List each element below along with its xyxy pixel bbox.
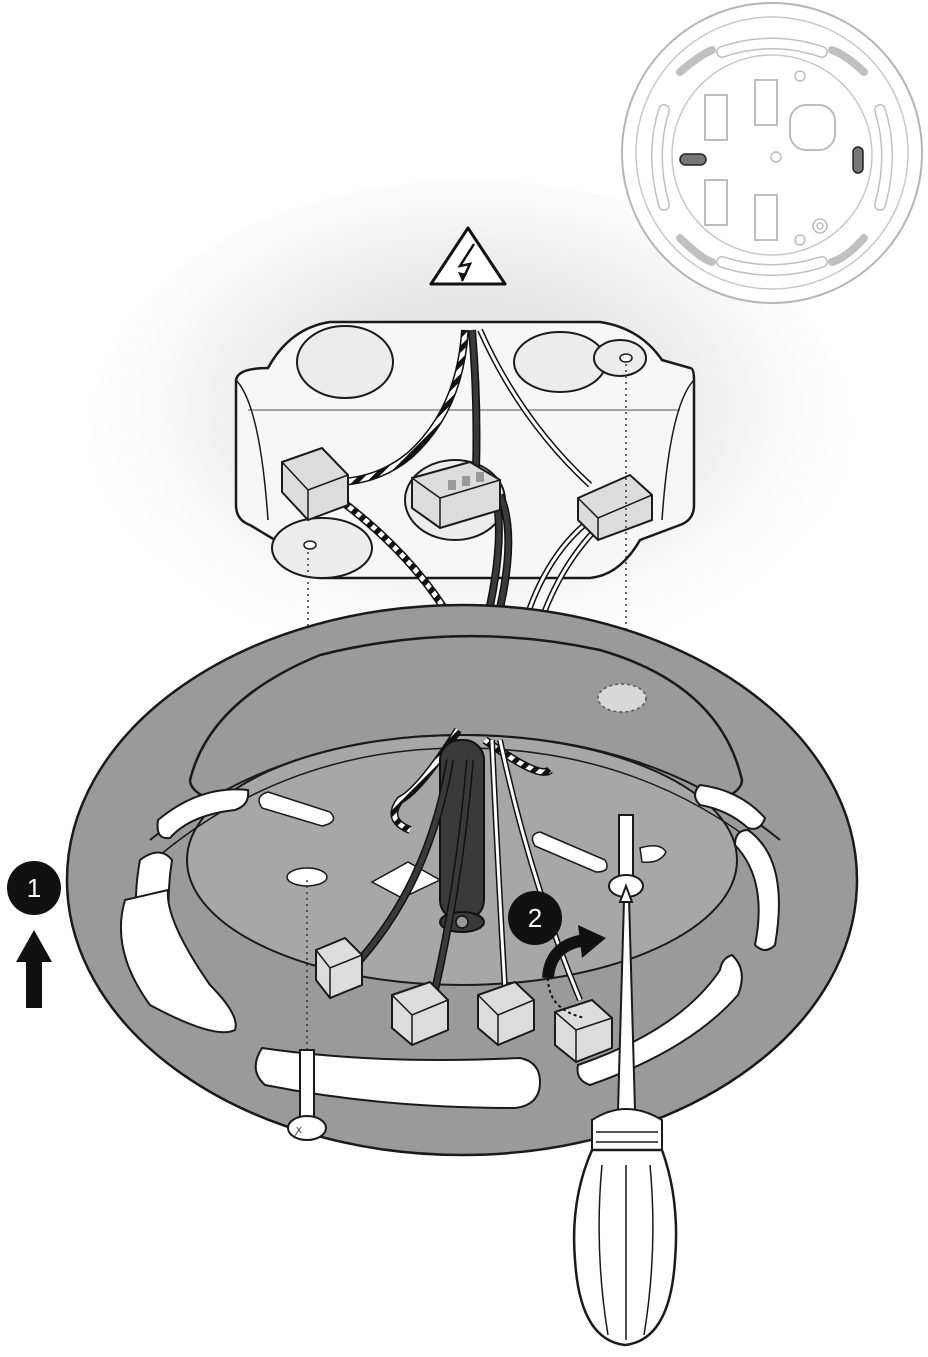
wire-bundle-lower	[356, 727, 583, 1002]
curved-rotate-arrow-icon	[542, 925, 606, 1019]
hanging-connector-3	[477, 980, 535, 1047]
wire-connector-right	[577, 473, 653, 542]
step-2-badge: 2	[508, 891, 562, 945]
high-voltage-warning-icon	[429, 226, 507, 286]
step-1-number: 1	[27, 873, 41, 903]
phillips-screwdriver	[572, 883, 678, 1347]
up-arrow-icon	[16, 930, 52, 1008]
step-1-badge: 1	[7, 861, 61, 915]
pan-head-screw-left: ꭗ	[287, 1049, 327, 1141]
hanging-connector-4	[554, 998, 613, 1064]
svg-text:ꭗ: ꭗ	[294, 1124, 302, 1136]
base-plate-detail-view	[621, 2, 923, 304]
wire-connector-center	[411, 460, 501, 530]
hanging-connector-2	[391, 980, 449, 1047]
hanging-connector-1	[315, 936, 363, 1000]
step-2-number: 2	[528, 903, 542, 933]
wire-connector-left	[281, 446, 349, 522]
